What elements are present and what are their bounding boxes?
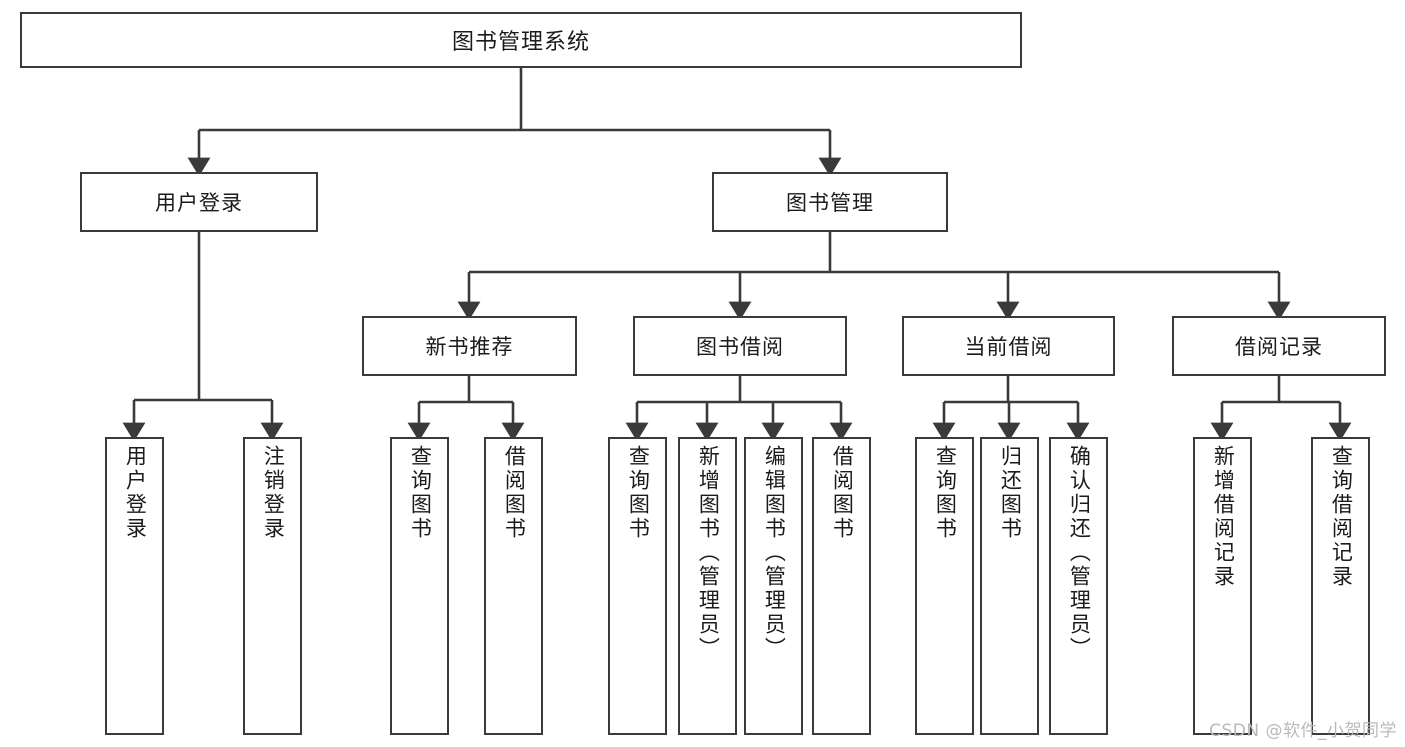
leaf-current-query-book[interactable]: 查询图书 (915, 437, 974, 735)
node-label: 新书推荐 (425, 335, 514, 359)
node-label: 编辑图书（管理员） (762, 445, 787, 661)
leaf-borrow-borrow-book[interactable]: 借阅图书 (812, 437, 871, 735)
leaf-user-login-login[interactable]: 用户登录 (105, 437, 164, 735)
leaf-current-confirm-return-admin[interactable]: 确认归还（管理员） (1049, 437, 1108, 735)
node-label: 借阅图书 (830, 445, 855, 541)
node-label: 图书管理 (786, 191, 874, 215)
node-label: 用户登录 (155, 191, 243, 215)
node-book-borrow[interactable]: 图书借阅 (633, 316, 847, 376)
leaf-borrow-edit-book-admin[interactable]: 编辑图书（管理员） (744, 437, 803, 735)
leaf-current-return-book[interactable]: 归还图书 (980, 437, 1039, 735)
node-user-login[interactable]: 用户登录 (80, 172, 318, 232)
leaf-recommend-query-book[interactable]: 查询图书 (390, 437, 449, 735)
node-label: 新增图书（管理员） (696, 445, 721, 661)
node-label: 借阅记录 (1235, 335, 1323, 359)
node-label: 查询图书 (933, 445, 958, 541)
node-root-system[interactable]: 图书管理系统 (20, 12, 1022, 68)
node-label: 当前借阅 (964, 335, 1053, 359)
node-label: 新增借阅记录 (1211, 445, 1236, 589)
node-label: 查询借阅记录 (1329, 445, 1354, 589)
node-label: 图书借阅 (696, 335, 784, 359)
leaf-recommend-borrow-book[interactable]: 借阅图书 (484, 437, 543, 735)
node-current-borrow[interactable]: 当前借阅 (902, 316, 1115, 376)
node-label: 确认归还（管理员） (1067, 445, 1092, 661)
node-label: 归还图书 (998, 445, 1023, 541)
node-label: 注销登录 (261, 445, 286, 541)
node-label: 查询图书 (626, 445, 651, 541)
node-label: 借阅图书 (502, 445, 527, 541)
leaf-borrow-add-book-admin[interactable]: 新增图书（管理员） (678, 437, 737, 735)
leaf-user-login-logout[interactable]: 注销登录 (243, 437, 302, 735)
node-borrow-record[interactable]: 借阅记录 (1172, 316, 1386, 376)
leaf-record-query-record[interactable]: 查询借阅记录 (1311, 437, 1370, 735)
node-label: 图书管理系统 (451, 30, 590, 55)
leaf-borrow-query-book[interactable]: 查询图书 (608, 437, 667, 735)
node-label: 用户登录 (123, 445, 148, 541)
leaf-record-add-record[interactable]: 新增借阅记录 (1193, 437, 1252, 735)
node-new-book-recommend[interactable]: 新书推荐 (362, 316, 577, 376)
node-book-management[interactable]: 图书管理 (712, 172, 948, 232)
watermark: CSDN @软件_小贺同学 (1209, 721, 1397, 741)
node-label: 查询图书 (408, 445, 433, 541)
